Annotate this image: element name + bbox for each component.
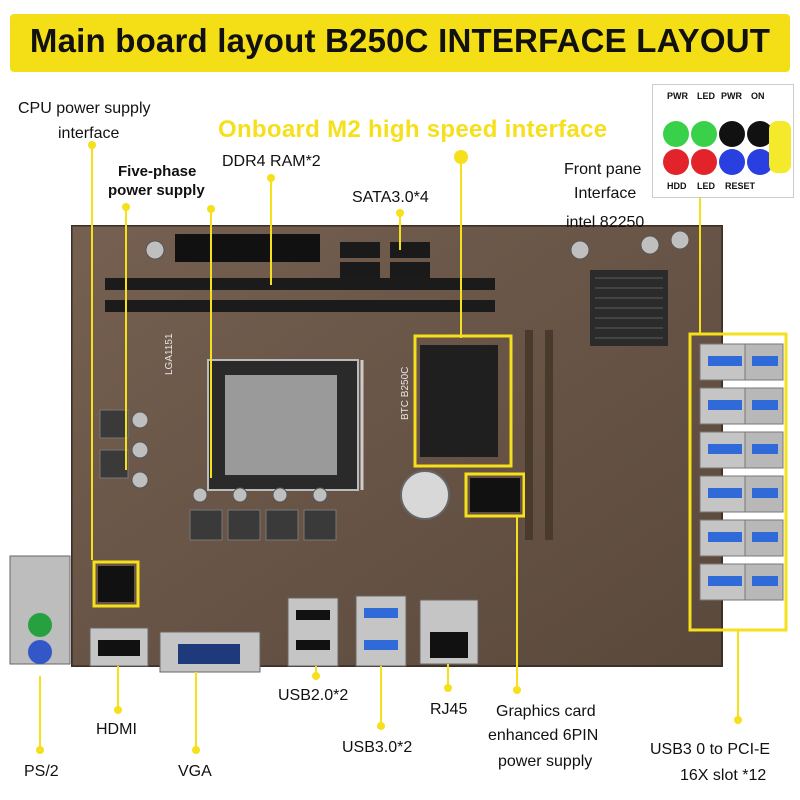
five-phase-label-2: power supply xyxy=(108,182,205,199)
ddr4-label: DDR4 RAM*2 xyxy=(222,153,321,170)
ps2-keyboard xyxy=(28,613,52,637)
m2-highlight-box xyxy=(413,334,513,468)
legend-dot-reset-2 xyxy=(747,149,773,175)
legend-dot-yellow xyxy=(769,121,791,173)
capacitors xyxy=(131,230,690,503)
intel-label: intel 82250 xyxy=(566,214,645,231)
usb3-ports xyxy=(355,595,407,667)
m2-interface-label: Onboard M2 high speed interface xyxy=(218,116,608,143)
front-panel-label-2: Interface xyxy=(574,185,637,202)
vga-label: VGA xyxy=(178,763,212,780)
front-panel-label-1: Front pane xyxy=(564,161,642,178)
legend-dot-hdd-led-plus xyxy=(663,149,689,175)
usb-pcie-label-2: 16X slot *12 xyxy=(680,767,767,784)
vga-opening xyxy=(178,644,240,664)
legend-dot-pwr-led-minus xyxy=(691,121,717,147)
gpu-power-label-3: power supply xyxy=(498,753,593,770)
sata-port-3 xyxy=(340,262,380,278)
legend-dot-pwr-on-2 xyxy=(747,121,773,147)
title-banner: Main board layout B250C INTERFACE LAYOUT xyxy=(10,14,790,72)
usb2-label: USB2.0*2 xyxy=(278,687,349,704)
usb2-slot-1 xyxy=(296,610,330,620)
sata-port-1 xyxy=(340,242,380,258)
usb2-slot-2 xyxy=(296,640,330,650)
usb3-label: USB3.0*2 xyxy=(342,739,413,756)
ps2-label: PS/2 xyxy=(24,763,59,780)
cpu-socket-plate xyxy=(225,375,337,475)
sata-label: SATA3.0*4 xyxy=(352,189,429,206)
hdmi-opening xyxy=(98,640,140,656)
rj45-label: RJ45 xyxy=(430,701,468,718)
five-phase-label-1: Five-phase xyxy=(118,163,197,180)
cpu-4pin-highlight-box xyxy=(92,560,140,608)
usb-pcie-label-1: USB3 0 to PCI-E xyxy=(650,741,771,758)
socket-label: LGA1151 xyxy=(164,333,175,375)
title-bar: Main board layout B250C INTERFACE LAYOUT xyxy=(0,0,800,84)
legend-dot-pwr-led-plus xyxy=(663,121,689,147)
ddr4-slot-2 xyxy=(105,300,495,312)
cpu-power-label-1: CPU power supply xyxy=(18,100,151,117)
legend-bottom-2: LED xyxy=(697,181,715,191)
sata-port-2 xyxy=(390,242,430,258)
gpu-power-label-2: enhanced 6PIN xyxy=(488,727,599,744)
legend-dot-reset-1 xyxy=(719,149,745,175)
usb3-slot-1 xyxy=(364,608,398,618)
legend-bottom-3: RESET xyxy=(725,181,756,191)
cpu-power-label-2: interface xyxy=(58,125,120,142)
legend-dot-pwr-on-1 xyxy=(719,121,745,147)
front-panel-legend: PWR LED PWR ON HDD LED RESET xyxy=(652,84,794,198)
pci-pins xyxy=(525,330,553,540)
legend-dot-hdd-led-minus xyxy=(691,149,717,175)
legend-top-3: PWR xyxy=(721,91,742,101)
gpu-power-label-1: Graphics card xyxy=(496,703,596,720)
ps2-mouse xyxy=(28,640,52,664)
rj45-opening xyxy=(430,632,468,658)
legend-top-4: ON xyxy=(751,91,765,101)
cpu-4pin-connector xyxy=(98,566,134,602)
model-label: BTC B250C xyxy=(400,367,411,420)
ddr4-slot-1 xyxy=(105,278,495,290)
vrm-chokes xyxy=(99,409,337,541)
legend-bottom-1: HDD xyxy=(667,181,687,191)
heatsink-fins xyxy=(595,277,663,339)
usb2-ports xyxy=(287,597,339,667)
legend-top-1: PWR xyxy=(667,91,688,101)
legend-top-2: LED xyxy=(697,91,715,101)
gpu-6pin-highlight-box xyxy=(464,472,526,518)
m2-slot xyxy=(420,345,498,457)
gpu-6pin-connector xyxy=(470,478,520,512)
cmos-battery xyxy=(400,470,450,520)
atx-24pin-connector xyxy=(175,234,320,262)
usb3-port-tongues xyxy=(708,356,778,586)
pointer-dots xyxy=(36,134,742,754)
hdmi-label: HDMI xyxy=(96,721,137,738)
usb3-slot-2 xyxy=(364,640,398,650)
page-title: Main board layout B250C INTERFACE LAYOUT xyxy=(29,22,771,59)
sata-port-4 xyxy=(390,262,430,278)
